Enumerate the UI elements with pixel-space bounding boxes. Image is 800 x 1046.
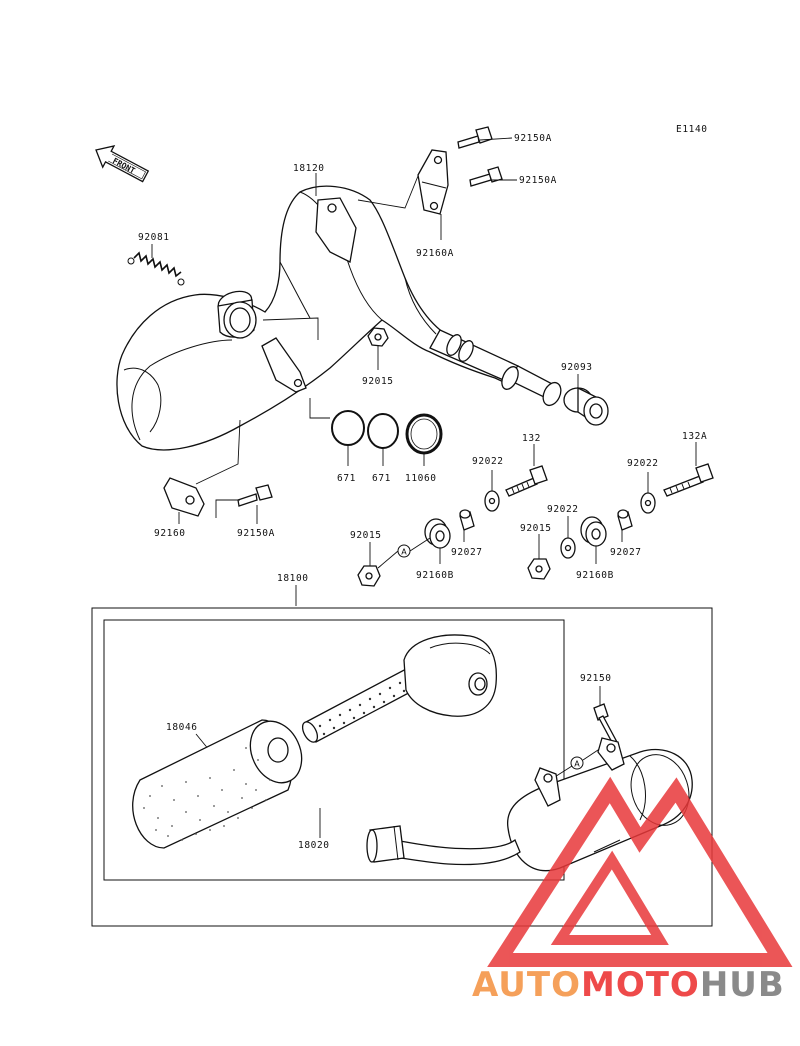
svg-text:AUTOMOTOHUB: AUTOMOTOHUB <box>472 965 785 1005</box>
watermark-text: AUTOMOTOHUB <box>472 965 785 1005</box>
gasket-11060 <box>405 413 443 455</box>
label-92150A-2: 92150A <box>519 175 557 186</box>
collar-92027-b <box>617 509 633 531</box>
watermark-moto: MOTO <box>581 965 700 1005</box>
bolt-92150A-lower <box>237 484 273 507</box>
bolt-92150 <box>593 703 619 747</box>
damper-92160B-b <box>580 516 607 547</box>
label-92022-c: 92022 <box>627 458 659 469</box>
bracket-92160A <box>417 149 449 215</box>
label-92022-b: 92022 <box>547 504 579 515</box>
expansion-chamber <box>116 185 562 451</box>
watermark-logo <box>487 776 793 967</box>
label-18020: 18020 <box>298 840 330 851</box>
part-labels: 18120 92150A 92150A 92160A 92081 92015 9… <box>138 133 707 851</box>
label-92015-c: 92015 <box>520 523 552 534</box>
spring-92081 <box>127 251 185 286</box>
svg-text:A: A <box>574 760 580 769</box>
label-92015-b: 92015 <box>350 530 382 541</box>
gasket-671-b <box>367 413 399 449</box>
nut-92015-left <box>357 565 381 587</box>
watermark-auto: AUTO <box>472 965 581 1005</box>
packing-18046 <box>132 719 303 849</box>
reference-mark-a-2: A <box>570 756 584 770</box>
label-92022-a: 92022 <box>472 456 504 467</box>
label-92150A-3: 92150A <box>237 528 275 539</box>
washer-92022-c <box>640 492 656 514</box>
washer-92022-b <box>560 537 576 559</box>
label-92150: 92150 <box>580 673 612 684</box>
silencer-body <box>366 737 693 872</box>
bolt-92150A-top <box>457 126 503 187</box>
damper-92160B-a <box>424 518 451 549</box>
label-92160A: 92160A <box>416 248 454 259</box>
nut-92015-upper <box>367 327 389 347</box>
bracket-92160 <box>163 477 205 517</box>
label-92093: 92093 <box>561 362 593 373</box>
washer-92022-a <box>484 490 500 512</box>
watermark-hub: HUB <box>700 965 785 1005</box>
label-92160B-a: 92160B <box>416 570 454 581</box>
reference-mark-a-1: A <box>397 544 411 558</box>
bolt-132A <box>663 463 714 497</box>
label-18120: 18120 <box>293 163 325 174</box>
label-92027-b: 92027 <box>610 547 642 558</box>
collar-92027-a <box>459 509 475 531</box>
label-92027-a: 92027 <box>451 547 483 558</box>
grommet-92093 <box>563 386 609 426</box>
gasket-671-a <box>331 410 365 446</box>
label-92081: 92081 <box>138 232 170 243</box>
label-132A: 132A <box>682 431 707 442</box>
front-arrow: FRONT <box>95 145 150 183</box>
label-18100: 18100 <box>277 573 309 584</box>
leader-lines <box>151 137 697 838</box>
silencer-core-18020 <box>301 634 498 743</box>
label-92160: 92160 <box>154 528 186 539</box>
label-671-a: 671 <box>337 473 356 484</box>
nut-92015-right <box>527 558 551 580</box>
label-92150A-1: 92150A <box>514 133 552 144</box>
label-92015-a: 92015 <box>362 376 394 387</box>
diagram-code: E1140 <box>676 124 708 135</box>
bolt-132 <box>505 465 548 497</box>
label-132: 132 <box>522 433 541 444</box>
label-18046: 18046 <box>166 722 198 733</box>
muffler-assembly-box <box>91 607 713 927</box>
label-92160B-b: 92160B <box>576 570 614 581</box>
svg-text:A: A <box>401 548 407 557</box>
label-671-b: 671 <box>372 473 391 484</box>
label-11060: 11060 <box>405 473 437 484</box>
